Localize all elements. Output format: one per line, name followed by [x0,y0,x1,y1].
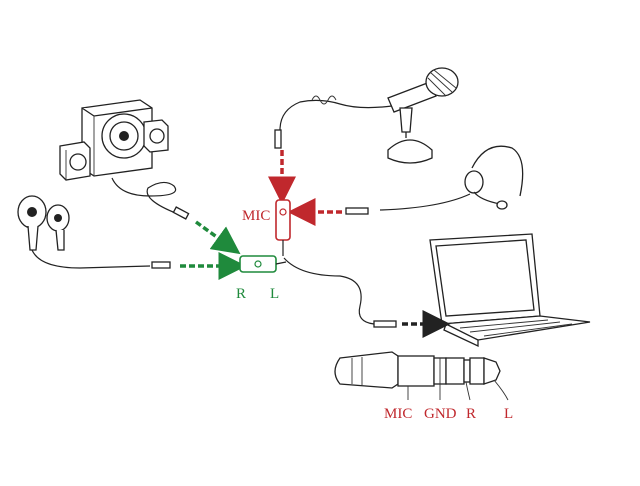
speakers [59,99,169,181]
trrs-plug [334,351,509,401]
earphones [17,195,70,251]
splitter-right-label: R [236,286,246,302]
splitter [239,199,291,273]
cables [31,95,471,325]
plug-left-label: L [504,406,513,422]
splitter-audio-jack [239,255,277,273]
plugs [151,129,397,328]
splitter-mic-jack [275,199,291,241]
headset [464,145,524,210]
plug-right-label: R [466,406,476,422]
right-satellite-speaker [143,119,169,153]
splitter-mic-label: MIC [242,208,270,224]
plug-mic-label: MIC [384,406,412,422]
left-satellite-speaker [59,141,91,181]
splitter-left-label: L [270,286,279,302]
subwoofer [81,99,153,177]
plug-gnd-label: GND [424,406,457,422]
desktop-microphone [387,67,459,164]
laptop [429,233,591,348]
signal-arrows [180,150,451,338]
